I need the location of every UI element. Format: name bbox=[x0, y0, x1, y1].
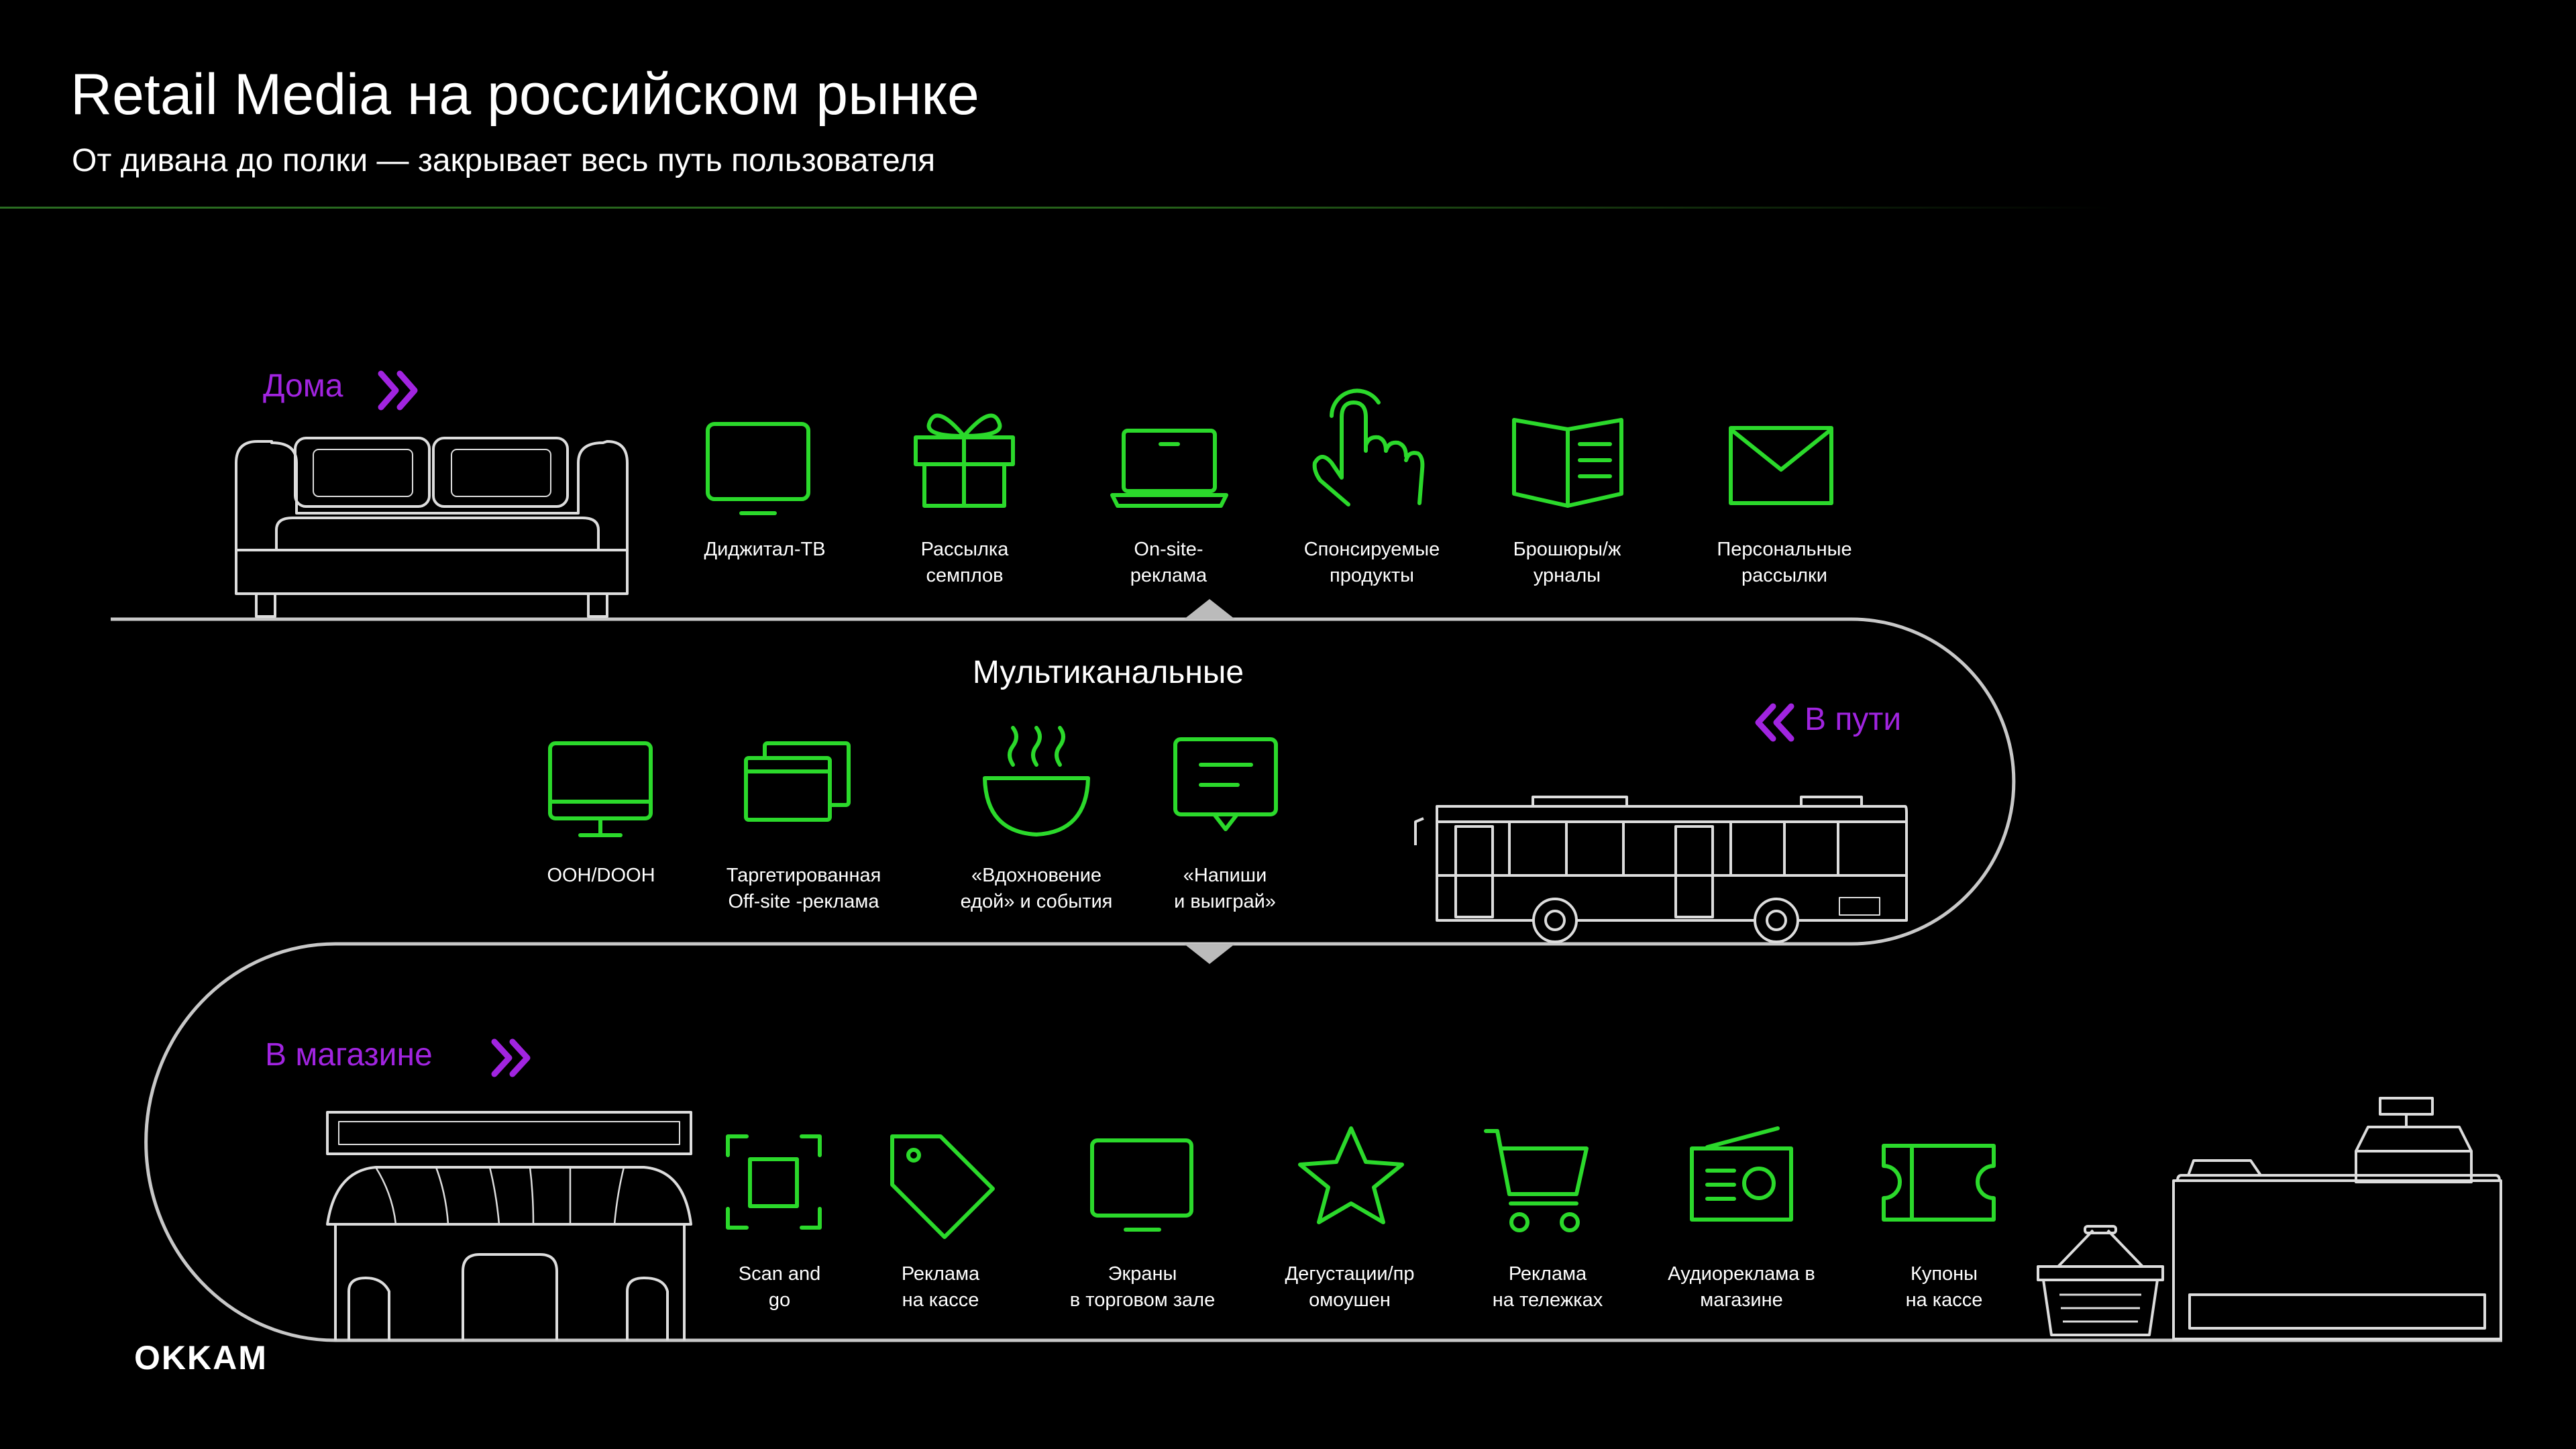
page-title: Retail Media на российском рынке bbox=[70, 62, 979, 127]
path-notch-bottom bbox=[1184, 944, 1235, 964]
bus-icon bbox=[1414, 796, 1908, 943]
channel-label: Реклама на кассе bbox=[901, 1263, 980, 1311]
chevron-right-icon bbox=[378, 370, 418, 411]
channel-label: OOH/DOOH bbox=[547, 865, 655, 886]
basket-icon bbox=[2037, 1225, 2164, 1336]
chevron-left-icon bbox=[1755, 703, 1794, 742]
channel-label: Экраны в торговом зале bbox=[1069, 1263, 1216, 1311]
envelope-icon bbox=[1729, 426, 1833, 505]
okkam-logo: OKKAM bbox=[134, 1339, 268, 1377]
channel-label: Рассылка семплов bbox=[920, 539, 1009, 586]
bowl-icon bbox=[983, 726, 1090, 837]
star-icon bbox=[1298, 1126, 1404, 1224]
channel-label: On-site- реклама bbox=[1130, 539, 1208, 586]
stage-label-store: В магазине bbox=[265, 1037, 433, 1073]
windows-icon bbox=[744, 741, 851, 822]
price-tag-icon bbox=[890, 1134, 995, 1239]
channel-label: Реклама на тележках bbox=[1492, 1263, 1603, 1311]
book-icon bbox=[1512, 418, 1623, 508]
cart-icon bbox=[1484, 1129, 1589, 1232]
multichannel-label: Мультиканальные bbox=[972, 655, 1244, 690]
screen-icon bbox=[1090, 1138, 1193, 1232]
channel-label: Таргетированная Off-site -реклама bbox=[726, 865, 881, 912]
path-notch-top bbox=[1184, 599, 1235, 619]
checkout-counter-icon bbox=[2172, 1097, 2502, 1340]
channel-label: Брошюры/ж урналы bbox=[1513, 539, 1621, 586]
page-subtitle: От дивана до полки — закрывает весь путь… bbox=[72, 143, 936, 178]
chevron-right-icon bbox=[491, 1038, 531, 1077]
stage-label-home: Дома bbox=[263, 368, 343, 404]
tap-hand-icon bbox=[1312, 388, 1425, 506]
channel-label: Персональные рассылки bbox=[1717, 539, 1852, 586]
chat-icon bbox=[1173, 737, 1278, 831]
channel-label: Аудиореклама в магазине bbox=[1668, 1263, 1815, 1311]
channel-label: Спонсируемые продукты bbox=[1303, 539, 1440, 586]
stage-label-transit: В пути bbox=[1805, 702, 1902, 737]
ticket-icon bbox=[1882, 1144, 1996, 1222]
channel-label: «Вдохновение едой» и события bbox=[960, 865, 1113, 912]
sofa-icon bbox=[235, 437, 629, 618]
channel-label: Купоны на кассе bbox=[1905, 1263, 1983, 1311]
radio-icon bbox=[1690, 1126, 1793, 1222]
scan-icon bbox=[726, 1134, 822, 1230]
journey-path bbox=[111, 617, 2502, 1342]
channel-label: «Напиши и выиграй» bbox=[1174, 865, 1276, 912]
gift-icon bbox=[914, 413, 1015, 508]
title-divider bbox=[0, 207, 2113, 209]
tv-icon bbox=[706, 422, 810, 515]
channel-label: Диджитал-ТВ bbox=[704, 539, 826, 560]
storefront-icon bbox=[326, 1111, 692, 1340]
channel-label: Scan and go bbox=[738, 1263, 821, 1311]
monitor-icon bbox=[548, 741, 653, 837]
channel-label: Дегустации/пр омоушен bbox=[1285, 1263, 1415, 1311]
laptop-icon bbox=[1110, 429, 1228, 508]
